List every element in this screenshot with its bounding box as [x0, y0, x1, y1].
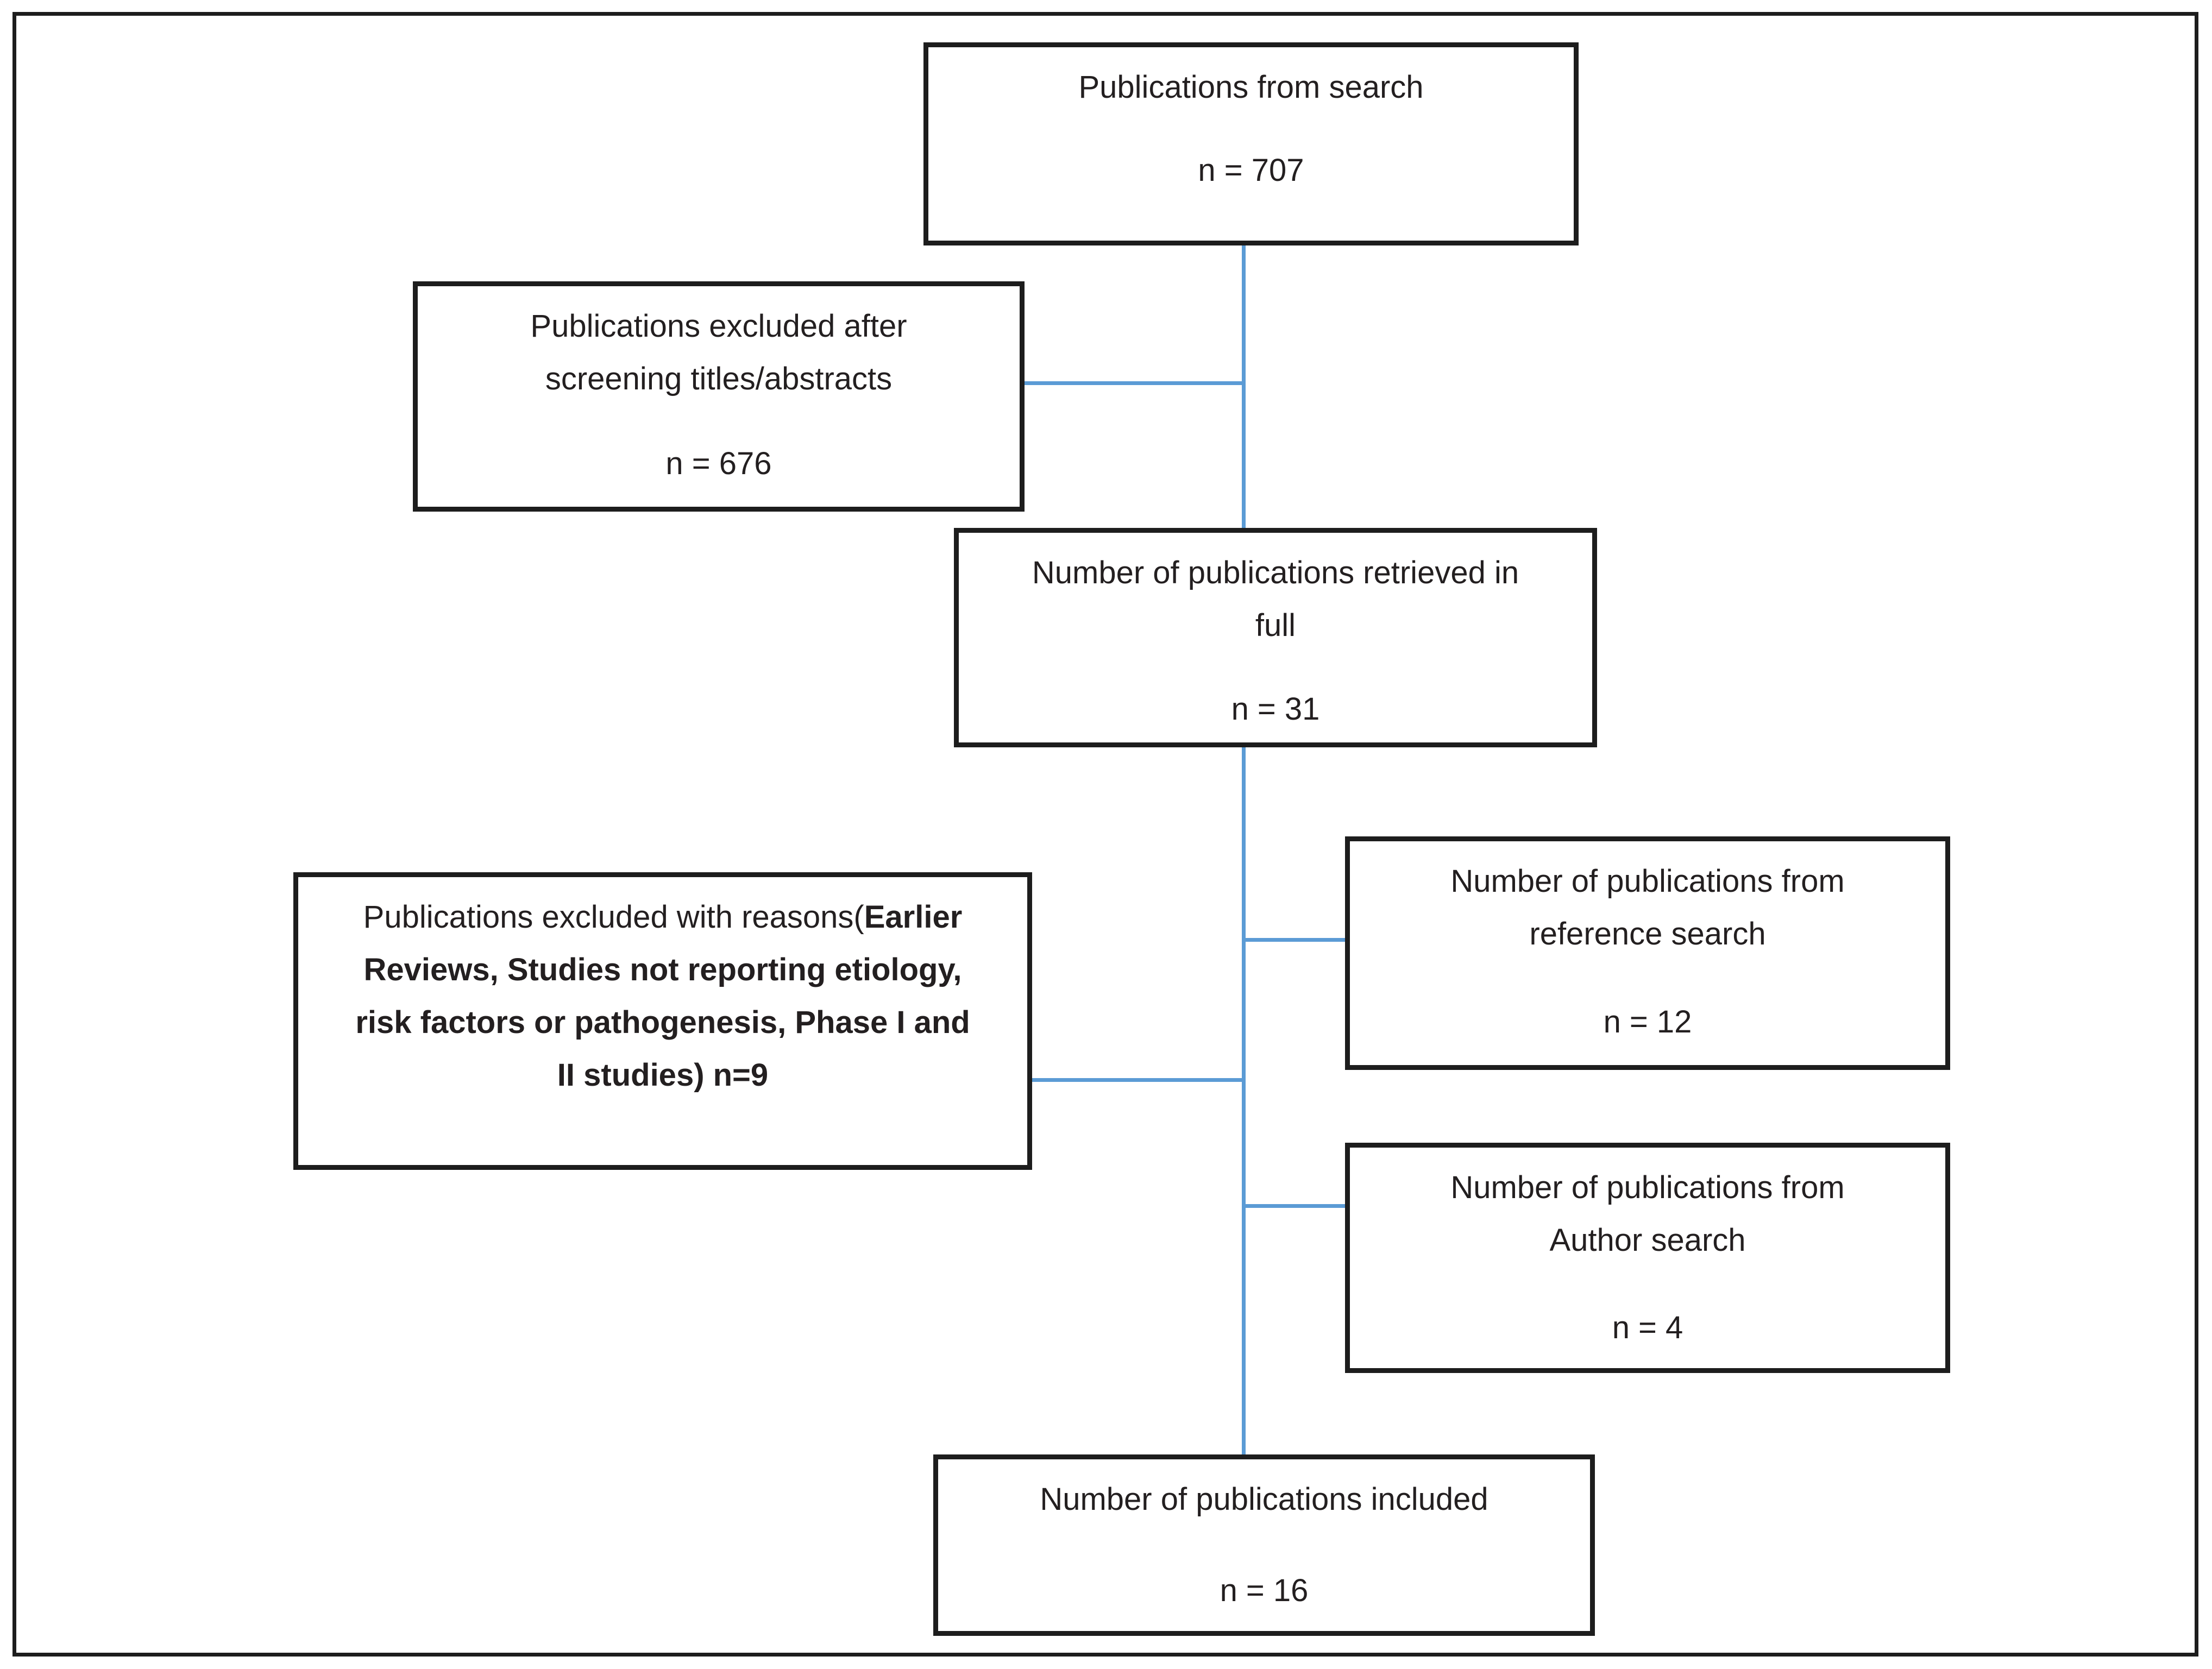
reasons-bold-text: Earlier — [864, 899, 963, 935]
flow-box-excluded-with-reasons: Publications excluded with reasons(Earli… — [293, 872, 1032, 1170]
box-title-line: Number of publications from — [1450, 1170, 1845, 1205]
box-title-line: Number of publications included — [1040, 1482, 1488, 1517]
box-title-line: screening titles/abstracts — [545, 361, 893, 396]
reasons-regular-text: Publications excluded with reasons( — [363, 899, 864, 935]
box-title-line: Number of publications from — [1450, 864, 1845, 899]
connector-excluded-reasons-branch — [1032, 1078, 1244, 1082]
box-title-line: Author search — [1549, 1222, 1746, 1258]
box-title-line: Publications from search — [1078, 70, 1424, 105]
flow-box-excluded-after-screening: Publications excluded after screening ti… — [413, 281, 1025, 512]
flow-box-reference-search: Number of publications from reference se… — [1345, 836, 1950, 1070]
box-title-line: Publications excluded with reasons(Earli… — [363, 891, 963, 944]
box-count: n = 31 — [1231, 691, 1320, 727]
box-count: n = 707 — [1198, 153, 1304, 188]
flow-box-retrieved-in-full: Number of publications retrieved in full… — [954, 528, 1597, 747]
connector-author-search-branch — [1244, 1204, 1345, 1208]
box-title-line: reference search — [1529, 916, 1766, 952]
box-title-line: II studies) n=9 — [557, 1057, 769, 1093]
outer-border — [12, 12, 2198, 1657]
box-count: n = 12 — [1603, 1004, 1692, 1040]
box-count: n = 16 — [1220, 1573, 1309, 1609]
box-title-line: full — [1255, 607, 1296, 643]
flow-box-publications-from-search: Publications from search n = 707 — [923, 42, 1579, 245]
connector-retrieved-to-included — [1242, 747, 1246, 1454]
box-title-line: Number of publications retrieved in — [1032, 555, 1519, 590]
flow-box-publications-included: Number of publications included n = 16 — [933, 1454, 1595, 1636]
connector-reference-search-branch — [1244, 938, 1345, 942]
box-count: n = 676 — [665, 446, 772, 482]
connector-excluded-screening-branch — [1025, 381, 1244, 385]
flow-box-author-search: Number of publications from Author searc… — [1345, 1143, 1950, 1373]
box-title-line: risk factors or pathogenesis, Phase I an… — [355, 1004, 970, 1040]
box-count: n = 4 — [1612, 1310, 1683, 1346]
box-title-line: Reviews, Studies not reporting etiology, — [363, 952, 962, 987]
box-title-line: Publications excluded after — [530, 308, 907, 344]
connector-search-to-retrieved — [1242, 245, 1246, 528]
